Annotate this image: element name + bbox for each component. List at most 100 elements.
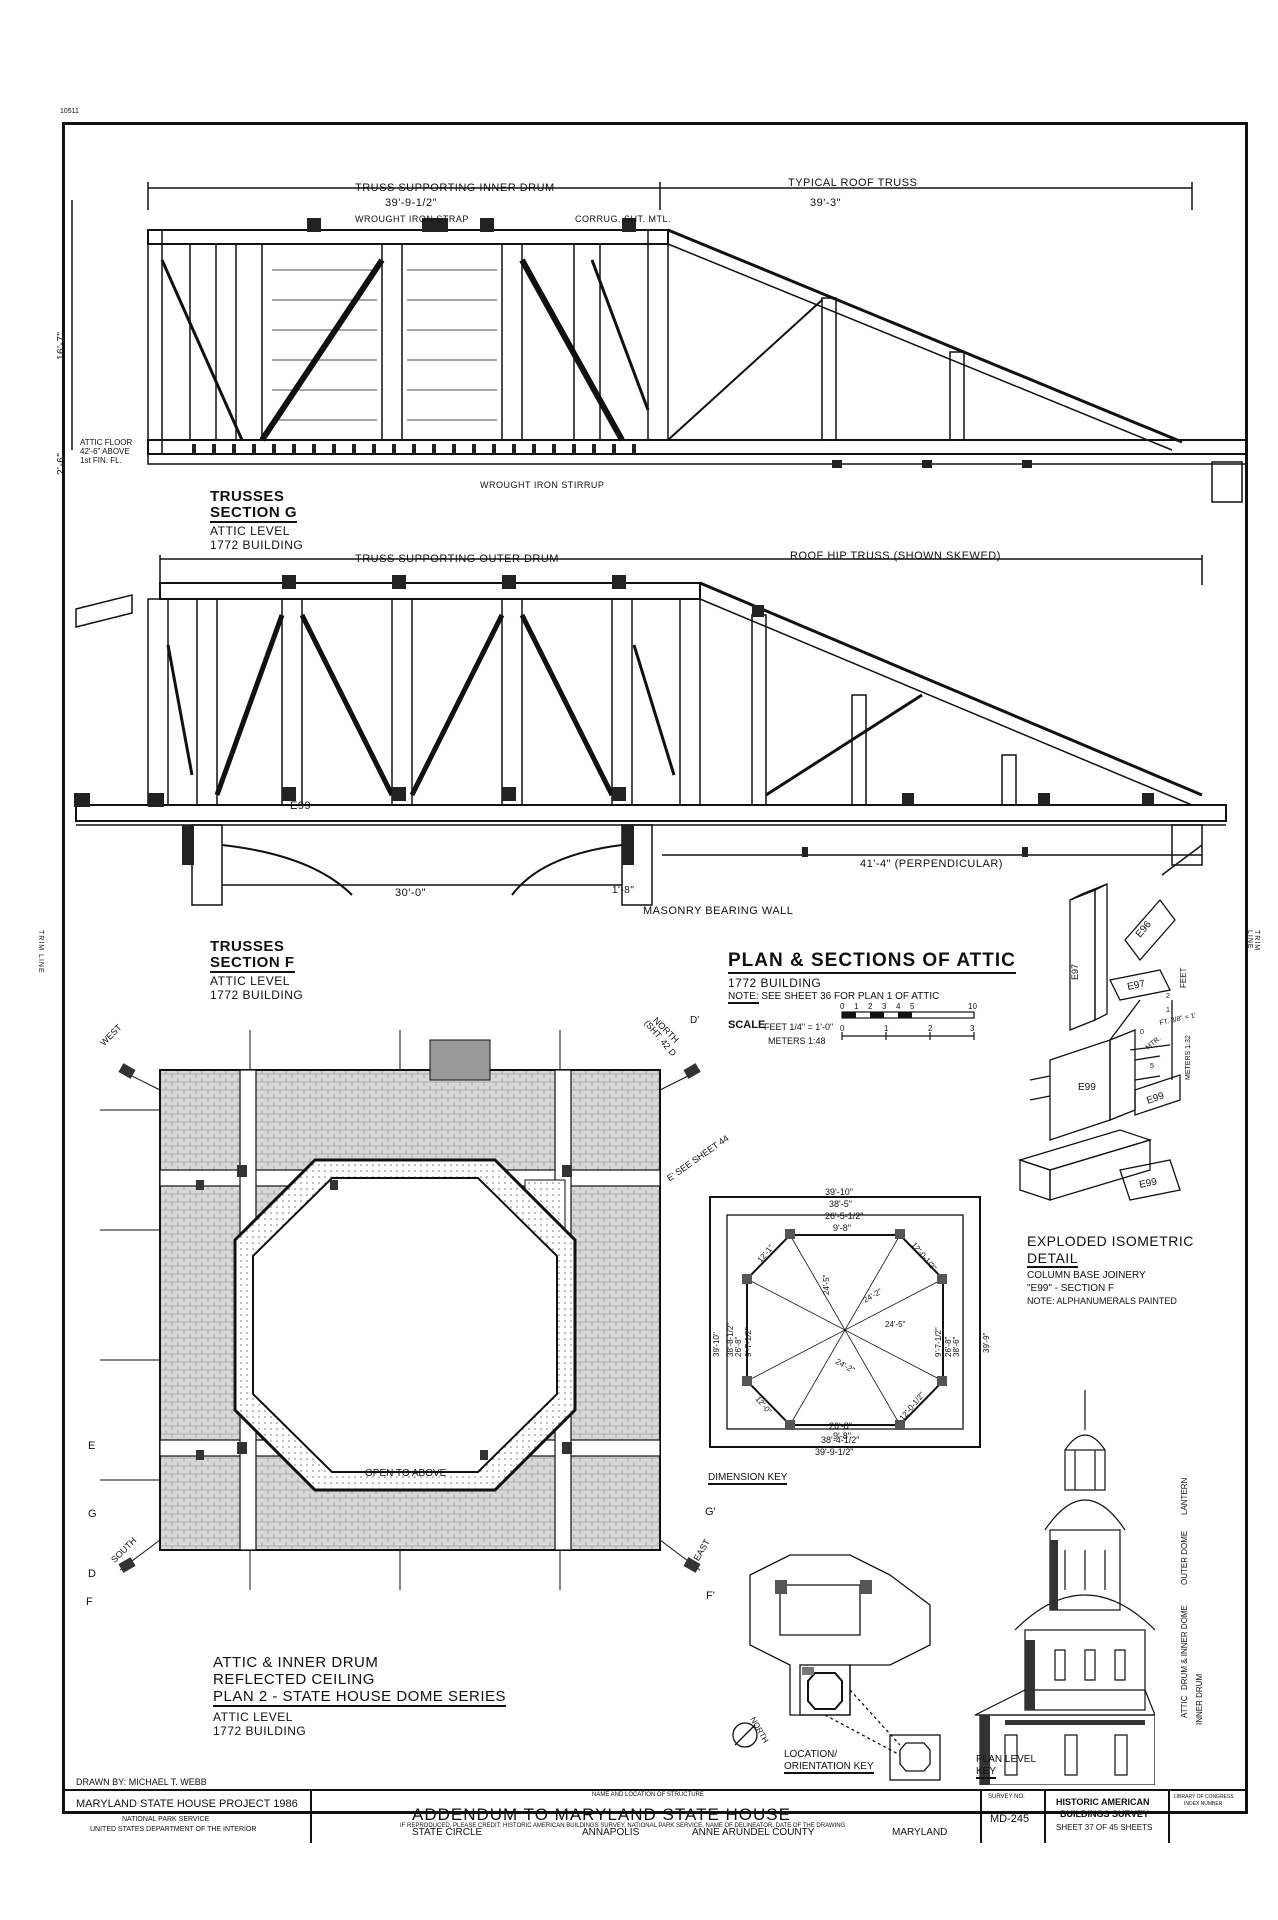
iso-mtr-label: MTR. xyxy=(1145,1035,1163,1051)
dk-right-0: 9'-7-1/2" xyxy=(934,1327,943,1357)
ft-tick-1: 1 xyxy=(854,1002,859,1011)
title-block-project: MARYLAND STATE HOUSE PROJECT 1986 NATION… xyxy=(62,1791,310,1843)
hip-truss-label: ROOF HIP TRUSS (SHOWN SKEWED) xyxy=(790,550,1001,562)
span-dim: 30'-0" xyxy=(395,887,427,899)
sheet-id: 10511 xyxy=(60,108,79,115)
location-caption-2: ORIENTATION KEY xyxy=(784,1761,874,1774)
iso-tick-5: 5 xyxy=(1150,1063,1154,1070)
dk-top-3: 9'-8" xyxy=(833,1223,851,1233)
location-north: NORTH xyxy=(748,1716,770,1745)
corrugated-metal-label: CORRUG. SHT. MTL. xyxy=(575,214,672,224)
habs-line-2: BUILDINGS SURVEY xyxy=(1060,1809,1149,1819)
attic-floor-note: ATTIC FLOOR 42'-6" ABOVE 1st FIN. FL. xyxy=(80,438,132,465)
plan-d-prime: D' xyxy=(690,1015,700,1026)
isometric-title-1: EXPLODED ISOMETRIC xyxy=(1027,1233,1194,1249)
isometric-sub-1: COLUMN BASE JOINERY xyxy=(1027,1270,1146,1281)
ft-tick-3: 3 xyxy=(882,1002,887,1011)
dk-top-0: 39'-10" xyxy=(825,1187,853,1197)
loc-line-2: INDEX NUMBER xyxy=(1184,1801,1223,1807)
elevation-caption-2: KEY xyxy=(976,1766,997,1779)
address-city: ANNAPOLIS xyxy=(582,1827,640,1838)
plan-g-right: G' xyxy=(705,1506,716,1518)
plan2-sub-2: 1772 BUILDING xyxy=(213,1724,307,1738)
dk-right-1: 26'-8" xyxy=(944,1336,953,1357)
truss-f-title-1: TRUSSES xyxy=(210,938,285,955)
plan2-sub-1: ATTIC LEVEL xyxy=(213,1710,293,1724)
plan2-title-1: ATTIC & INNER DRUM xyxy=(213,1654,379,1671)
truss-f-sub-2: 1772 BUILDING xyxy=(210,988,304,1002)
ft-tick-5: 5 xyxy=(910,1002,915,1011)
graphic-scale-bar: 0 1 2 3 4 5 10 0 1 2 3 xyxy=(840,1002,977,1040)
iso-e97-b: E97 xyxy=(1126,978,1146,993)
strap-label: WROUGHT IRON STRAP xyxy=(355,214,469,224)
dk-bottom-2: 38'-4-1/2" xyxy=(821,1435,859,1445)
plan-sections-sub: 1772 BUILDING xyxy=(728,976,822,990)
attic-floor-line-3: 1st FIN. FL. xyxy=(80,456,122,465)
truss-f-sub-1: ATTIC LEVEL xyxy=(210,974,290,988)
e99-mark: E99 xyxy=(290,800,312,812)
dk-diag-2: 12'-0" xyxy=(753,1395,773,1417)
plan-note-text: SEE SHEET 36 FOR PLAN 1 OF ATTIC xyxy=(761,991,940,1002)
ft-tick-10: 10 xyxy=(968,1002,977,1011)
dk-bottom-0: 9'-8" xyxy=(833,1431,851,1441)
address-county: ANNE ARUNDEL COUNTY xyxy=(692,1827,815,1838)
location-key-drawing: NORTH xyxy=(732,1554,941,1781)
dk-diag-1: 12'-0-1/2" xyxy=(909,1241,938,1273)
isometric-note: NOTE: ALPHANUMERALS PAINTED xyxy=(1027,1296,1177,1306)
trim-line-right: TRIM LINE xyxy=(1246,930,1260,952)
dk-top-1: 38'-5" xyxy=(829,1199,852,1209)
plan2-title-2: REFLECTED CEILING xyxy=(213,1671,375,1688)
plan-e-left: E xyxy=(88,1440,96,1452)
iso-e97-a: E97 xyxy=(1070,964,1080,980)
truss-g-inner-drum-label: TRUSS SUPPORTING INNER DRUM xyxy=(355,182,555,194)
attic-floor-line-1: ATTIC FLOOR xyxy=(80,438,133,447)
structure-name: ADDENDUM TO MARYLAND STATE HOUSE xyxy=(412,1805,791,1824)
outer-drum-label: TRUSS SUPPORTING OUTER DRUM xyxy=(355,553,559,565)
isometric-title-2: DETAIL xyxy=(1027,1250,1078,1268)
survey-no-key: SURVEY NO. xyxy=(988,1794,1025,1800)
perpendicular-dim: 41'-4" (PERPENDICULAR) xyxy=(860,858,1003,870)
dk-right-3: 39'-9" xyxy=(982,1332,991,1353)
iso-e99-a: E99 xyxy=(1078,1082,1096,1093)
truss-section-f-drawing xyxy=(74,555,1227,906)
masonry-wall-label: MASONRY BEARING WALL xyxy=(643,905,794,917)
m-tick-3: 3 xyxy=(970,1024,975,1033)
scale-key: SCALE xyxy=(728,1019,766,1031)
title-block-habs: HISTORIC AMERICAN BUILDINGS SURVEY SHEET… xyxy=(1044,1791,1168,1843)
elevation-outer-dome: OUTER DOME xyxy=(1180,1530,1189,1585)
loc-line-1: LIBRARY OF CONGRESS xyxy=(1174,1794,1234,1800)
location-caption-1: LOCATION/ xyxy=(784,1749,838,1760)
drawn-by-key: DRAWN BY: xyxy=(76,1777,127,1787)
name-caption: NAME AND LOCATION OF STRUCTURE xyxy=(592,1792,704,1798)
dimension-key-drawing: 39'-10" 38'-5" 26'-5-1/2" 9'-8" 9'-8" 26… xyxy=(709,1187,991,1455)
plan-g-left: G xyxy=(88,1508,97,1520)
iso-tick-1: 1 xyxy=(1166,1007,1170,1014)
plan-f-left: F xyxy=(86,1596,93,1608)
title-block-loc: LIBRARY OF CONGRESS INDEX NUMBER xyxy=(1168,1791,1248,1843)
truss-g-inner-drum-dim: 39'-9-1/2" xyxy=(385,197,437,209)
elevation-drawing xyxy=(974,1390,1155,1785)
habs-line-1: HISTORIC AMERICAN xyxy=(1056,1797,1150,1807)
iso-tick-0: 0 xyxy=(1140,1029,1144,1036)
iso-e99-b: E99 xyxy=(1145,1090,1166,1107)
truss-section-g-drawing xyxy=(71,182,1248,503)
iso-meters-label: METERS 1:32 xyxy=(1185,1035,1192,1080)
title-block-survey-no: SURVEY NO. MD-245 xyxy=(980,1791,1044,1843)
project-name: MARYLAND STATE HOUSE PROJECT 1986 xyxy=(76,1798,298,1810)
agency-line-2: UNITED STATES DEPARTMENT OF THE INTERIOR xyxy=(90,1826,257,1833)
address-street: STATE CIRCLE xyxy=(412,1827,483,1838)
truss-g-roof-truss-dim: 39'-3" xyxy=(810,197,842,209)
plan2-title-3: PLAN 2 - STATE HOUSE DOME SERIES xyxy=(213,1688,507,1707)
dk-left-3: 9'-7-1/2" xyxy=(744,1327,753,1357)
dk-right-2: 38'-6" xyxy=(952,1336,961,1357)
dk-inner-2: 24'-5" xyxy=(885,1320,906,1329)
attic-floor-line-2: 42'-6" ABOVE xyxy=(80,447,130,456)
dk-left-1: 38'-8-1/2" xyxy=(726,1323,735,1357)
wall-dim: 1'-8" xyxy=(612,885,635,896)
elevation-drum-dome: DRUM & INNER DOME xyxy=(1180,1605,1189,1690)
truss-f-title-2: SECTION F xyxy=(210,954,295,973)
truss-g-roof-truss-label: TYPICAL ROOF TRUSS xyxy=(788,177,918,189)
reproduction-credit: IF REPRODUCED, PLEASE CREDIT: HISTORIC A… xyxy=(400,1823,846,1829)
truss-g-sub-1: ATTIC LEVEL xyxy=(210,524,290,538)
drawn-by: DRAWN BY: MICHAEL T. WEBB xyxy=(76,1777,207,1787)
